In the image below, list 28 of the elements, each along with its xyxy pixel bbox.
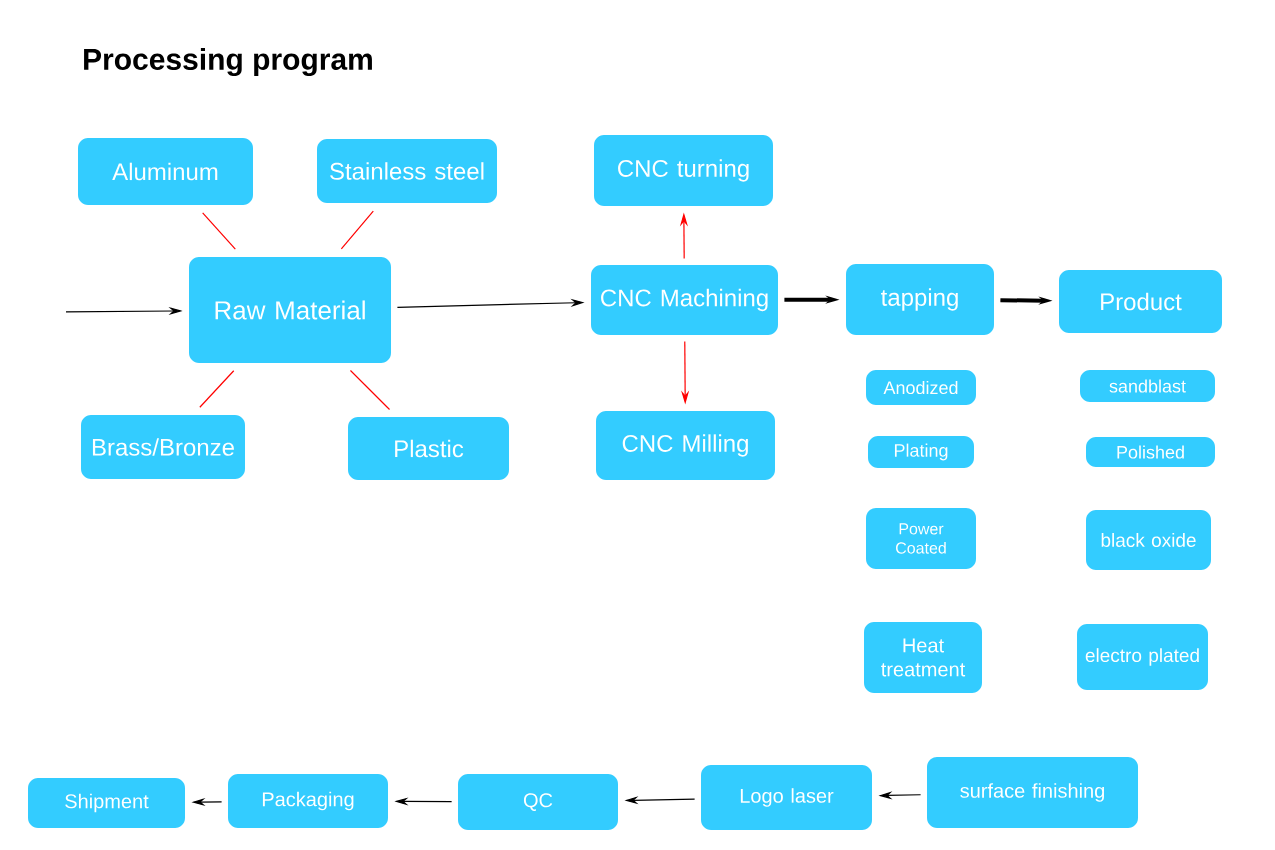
process-box: Polished [1086, 437, 1215, 467]
process-box: sandblast [1080, 370, 1215, 402]
process-box: Heat treatment [864, 622, 982, 693]
connector-line [340, 210, 374, 250]
process-box: Logo laser [701, 765, 872, 830]
process-box: surface finishing [927, 757, 1138, 828]
process-box: Product [1059, 270, 1222, 333]
process-box: tapping [846, 264, 994, 335]
process-box: QC [458, 774, 618, 830]
title: Processing program [84, 47, 372, 77]
process-box: Packaging [228, 774, 388, 828]
process-box: black oxide [1086, 510, 1211, 570]
process-box: Stainless steel [317, 139, 497, 203]
process-box: electro plated [1077, 624, 1208, 690]
connector-line [349, 369, 391, 411]
process-box: Raw Material [189, 257, 391, 363]
process-box: CNC turning [594, 135, 773, 206]
process-box: Brass/Bronze [81, 415, 245, 479]
process-box: Plastic [348, 417, 509, 480]
process-box: Shipment [28, 778, 185, 828]
process-box: CNC Machining [591, 265, 778, 335]
connector-line [199, 370, 235, 408]
connector-line [202, 212, 236, 250]
process-box: Anodized [866, 370, 976, 405]
process-box: CNC Milling [596, 411, 775, 480]
process-box: Plating [868, 436, 974, 468]
process-box: Aluminum [78, 138, 253, 205]
process-box: Power Coated [866, 508, 976, 569]
